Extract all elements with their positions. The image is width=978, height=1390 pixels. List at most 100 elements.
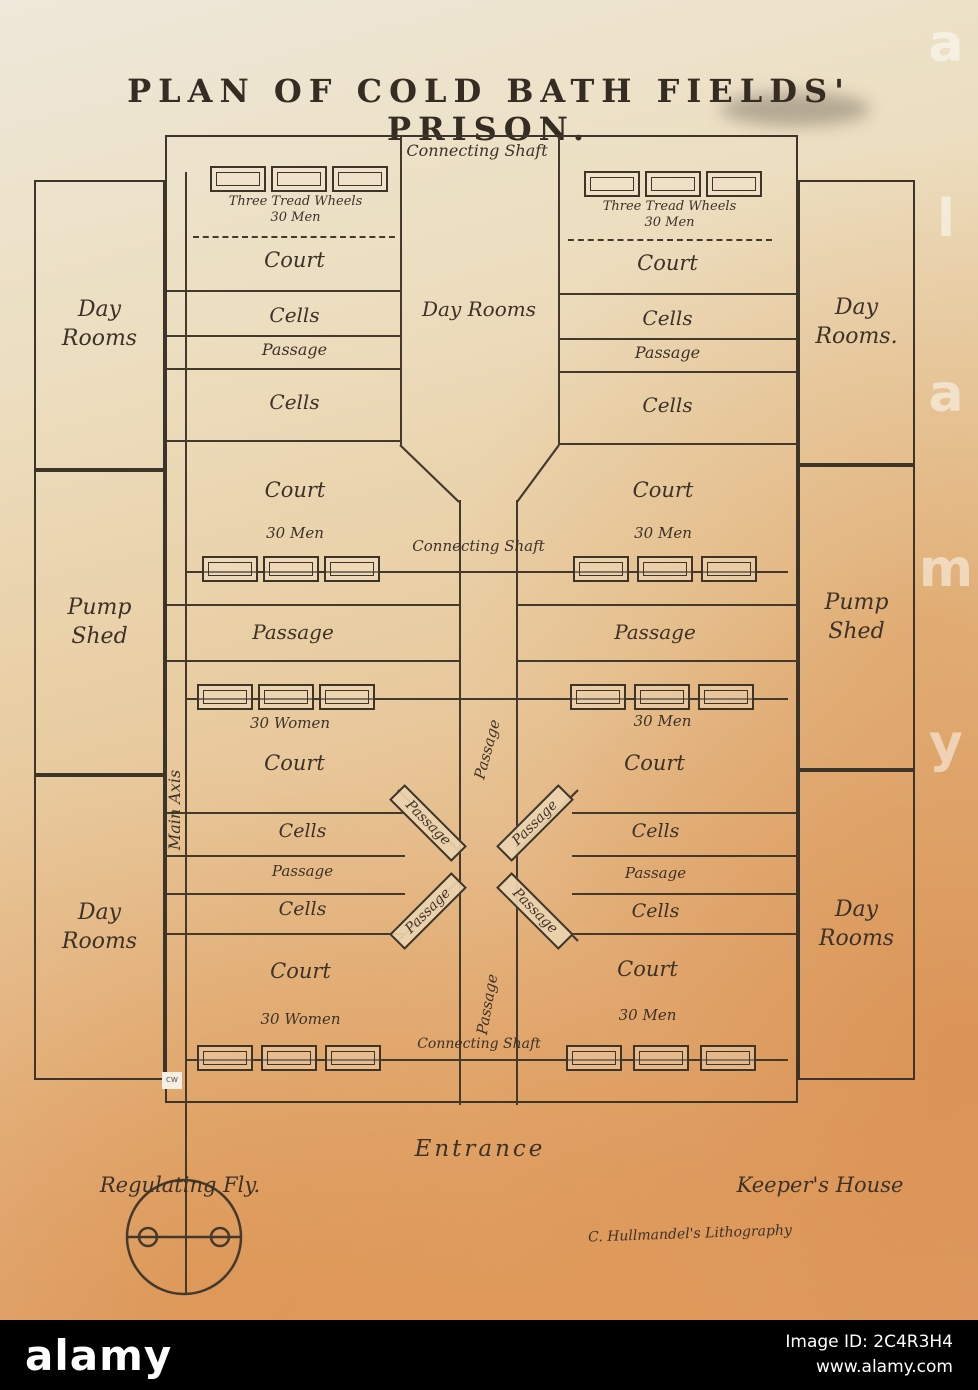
label-court: Court (632, 478, 694, 502)
tread-wheel (566, 1045, 622, 1071)
wing-day-rooms-left-bottom: Day Rooms (34, 775, 165, 1080)
wall-line (572, 933, 798, 935)
wing-label: Day Rooms (61, 297, 138, 351)
wall-line (167, 855, 405, 857)
wall-line (167, 335, 400, 337)
wall-line (167, 660, 459, 662)
label-passage: Passage (271, 862, 334, 880)
label-keepers-house: Keeper's House (736, 1173, 904, 1197)
label-30-women: 30 Women (260, 1010, 341, 1028)
image-id: Image ID: 2C4R3H4 (785, 1331, 953, 1352)
wall-line (560, 443, 798, 445)
label-connecting-shaft-top: Connecting Shaft (406, 141, 548, 160)
ink-smudge (720, 92, 870, 126)
tread-wheel (584, 171, 640, 197)
wall-line (572, 855, 798, 857)
wing-day-rooms-right-bottom: Day Rooms (798, 770, 915, 1080)
wing-day-rooms-left-top: Day Rooms (34, 180, 165, 470)
label-tread-wheels-top-left: Three Tread Wheels 30 Men (228, 194, 363, 226)
tread-wheel (210, 166, 266, 192)
tread-wheel (325, 1045, 381, 1071)
label-cells: Cells (269, 303, 320, 327)
label-passage: Passage (634, 343, 701, 362)
label-regulating-fly: Regulating Fly. (99, 1173, 261, 1197)
label-30-men: 30 Men (266, 524, 324, 542)
tread-wheel (263, 556, 319, 582)
stock-url: www.alamy.com (815, 1357, 953, 1377)
wall-line (558, 137, 560, 445)
wall-line (167, 812, 405, 814)
watermark-vertical-brand: alamy (916, 14, 976, 889)
label-connecting-shaft-bottom: Connecting Shaft (417, 1036, 541, 1052)
connecting-shaft-line (185, 571, 788, 573)
wall-line (560, 338, 798, 340)
wing-label: Day Rooms (61, 899, 138, 954)
cw-mark: cw (162, 1072, 182, 1089)
label-connecting-shaft-mid: Connecting Shaft (412, 537, 545, 555)
wall-line (167, 440, 400, 442)
label-court: Court (264, 478, 326, 502)
label-passage: Passage (614, 620, 696, 644)
wall-line (560, 293, 798, 295)
main-block-outline (165, 135, 798, 1103)
wing-label: Pump Shed (67, 594, 132, 649)
tread-wheel (633, 1045, 689, 1071)
label-cells: Cells (631, 900, 680, 922)
corridor-wall (459, 500, 461, 1105)
tread-wheel (645, 171, 701, 197)
tread-wheel (324, 556, 380, 582)
tread-wheel (700, 1045, 756, 1071)
page-title: PLAN OF COLD BATH FIELDS' PRISON. (127, 72, 851, 148)
tread-wheel (332, 166, 388, 192)
tread-wheel (271, 166, 327, 192)
label-cells: Cells (269, 390, 320, 414)
wall-line (516, 660, 798, 662)
label-cells: Cells (642, 306, 693, 330)
label-cells: Cells (278, 820, 327, 842)
tread-wheel (319, 684, 375, 710)
label-cells: Cells (278, 898, 327, 920)
label-court: Court (624, 751, 685, 775)
tread-wheel (570, 684, 626, 710)
tread-wheel (202, 556, 258, 582)
tread-wheel (197, 684, 253, 710)
tread-wheel (573, 556, 629, 582)
wall-line-dashed (193, 236, 395, 238)
label-lithography-credit: C. Hullmandel's Lithography (587, 1222, 793, 1246)
label-court: Court (637, 251, 698, 275)
tread-wheel (634, 684, 690, 710)
label-entrance: Entrance (414, 1136, 546, 1162)
label-passage: Passage (261, 340, 328, 359)
connecting-shaft-line (185, 1059, 788, 1061)
label-court: Court (264, 248, 325, 272)
stock-photo-info: Image ID: 2C4R3H4 www.alamy.com (785, 1330, 953, 1381)
tread-wheel (698, 684, 754, 710)
main-axis-line (185, 172, 187, 1294)
label-30-men: 30 Men (633, 712, 692, 730)
label-30-men: 30 Men (618, 1006, 677, 1024)
wing-label: Day Rooms (818, 897, 895, 951)
label-passage: Passage (252, 620, 334, 644)
tread-wheel (197, 1045, 253, 1071)
wall-line (167, 933, 405, 935)
wall-line (560, 371, 798, 373)
label-court: Court (617, 957, 678, 981)
wall-line (400, 137, 402, 445)
wall-line (572, 812, 798, 814)
label-30-men: 30 Men (634, 524, 692, 542)
wing-day-rooms-right-top: Day Rooms. (798, 180, 915, 465)
tread-wheel (261, 1045, 317, 1071)
label-day-rooms-center: Day Rooms (422, 297, 536, 321)
stock-photo-bar: alamy Image ID: 2C4R3H4 www.alamy.com (0, 1320, 978, 1390)
tread-wheel (706, 171, 762, 197)
alamy-logo: alamy (25, 1330, 173, 1380)
connecting-shaft-line (185, 698, 788, 700)
wing-label: Day Rooms. (815, 294, 898, 349)
label-30-women: 30 Women (249, 714, 331, 732)
wall-line (167, 604, 459, 606)
corridor-wall (516, 500, 518, 1105)
tread-wheel (637, 556, 693, 582)
label-passage: Passage (624, 864, 687, 882)
label-main-axis: Main Axis (165, 769, 184, 851)
